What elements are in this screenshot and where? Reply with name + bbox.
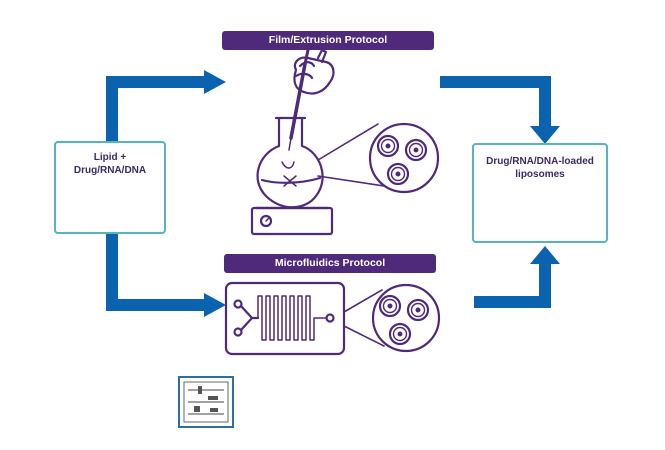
loaded-liposomes-box: Drug/RNA/DNA-loaded liposomes	[472, 143, 608, 243]
vesicle-3	[388, 322, 412, 346]
output-label-line2: liposomes	[515, 169, 565, 180]
microfluidics-illustration	[224, 281, 441, 356]
microfluidic-chip-icon	[224, 281, 346, 356]
qr-code-icon	[178, 376, 234, 428]
flow-arrows	[106, 70, 560, 317]
arrow-film-to-output	[440, 76, 560, 144]
vesicle-2	[404, 138, 428, 162]
input-label-line1: Lipid +	[93, 152, 127, 163]
vesicle-1	[376, 134, 400, 158]
arrow-to-film	[106, 70, 226, 142]
vesicle-1	[378, 294, 402, 318]
output-label: Drug/RNA/DNA-loaded liposomes	[474, 155, 606, 181]
input-label: Lipid + Drug/RNA/DNA	[56, 151, 164, 177]
round-bottom-flask-icon	[256, 116, 324, 209]
lipid-input-box: Lipid + Drug/RNA/DNA	[54, 141, 166, 234]
film-extrusion-illustration	[250, 48, 440, 236]
hand-pipette-icon	[288, 48, 335, 151]
arrow-to-microfluidics	[106, 234, 226, 317]
film-extrusion-banner: Film/Extrusion Protocol	[222, 31, 434, 50]
stir-plate-icon	[250, 206, 334, 236]
output-label-line1: Drug/RNA/DNA-loaded	[486, 156, 594, 167]
vesicle-2	[406, 298, 430, 322]
input-label-line2: Drug/RNA/DNA	[73, 165, 147, 176]
vesicle-3	[386, 162, 410, 186]
microfluidics-banner: Microfluidics Protocol	[224, 254, 436, 273]
arrow-micro-to-output	[474, 246, 560, 308]
liposome-magnifier-icon	[368, 122, 440, 194]
qr-code-graphic	[183, 381, 229, 423]
liposome-magnifier-icon	[371, 283, 441, 353]
